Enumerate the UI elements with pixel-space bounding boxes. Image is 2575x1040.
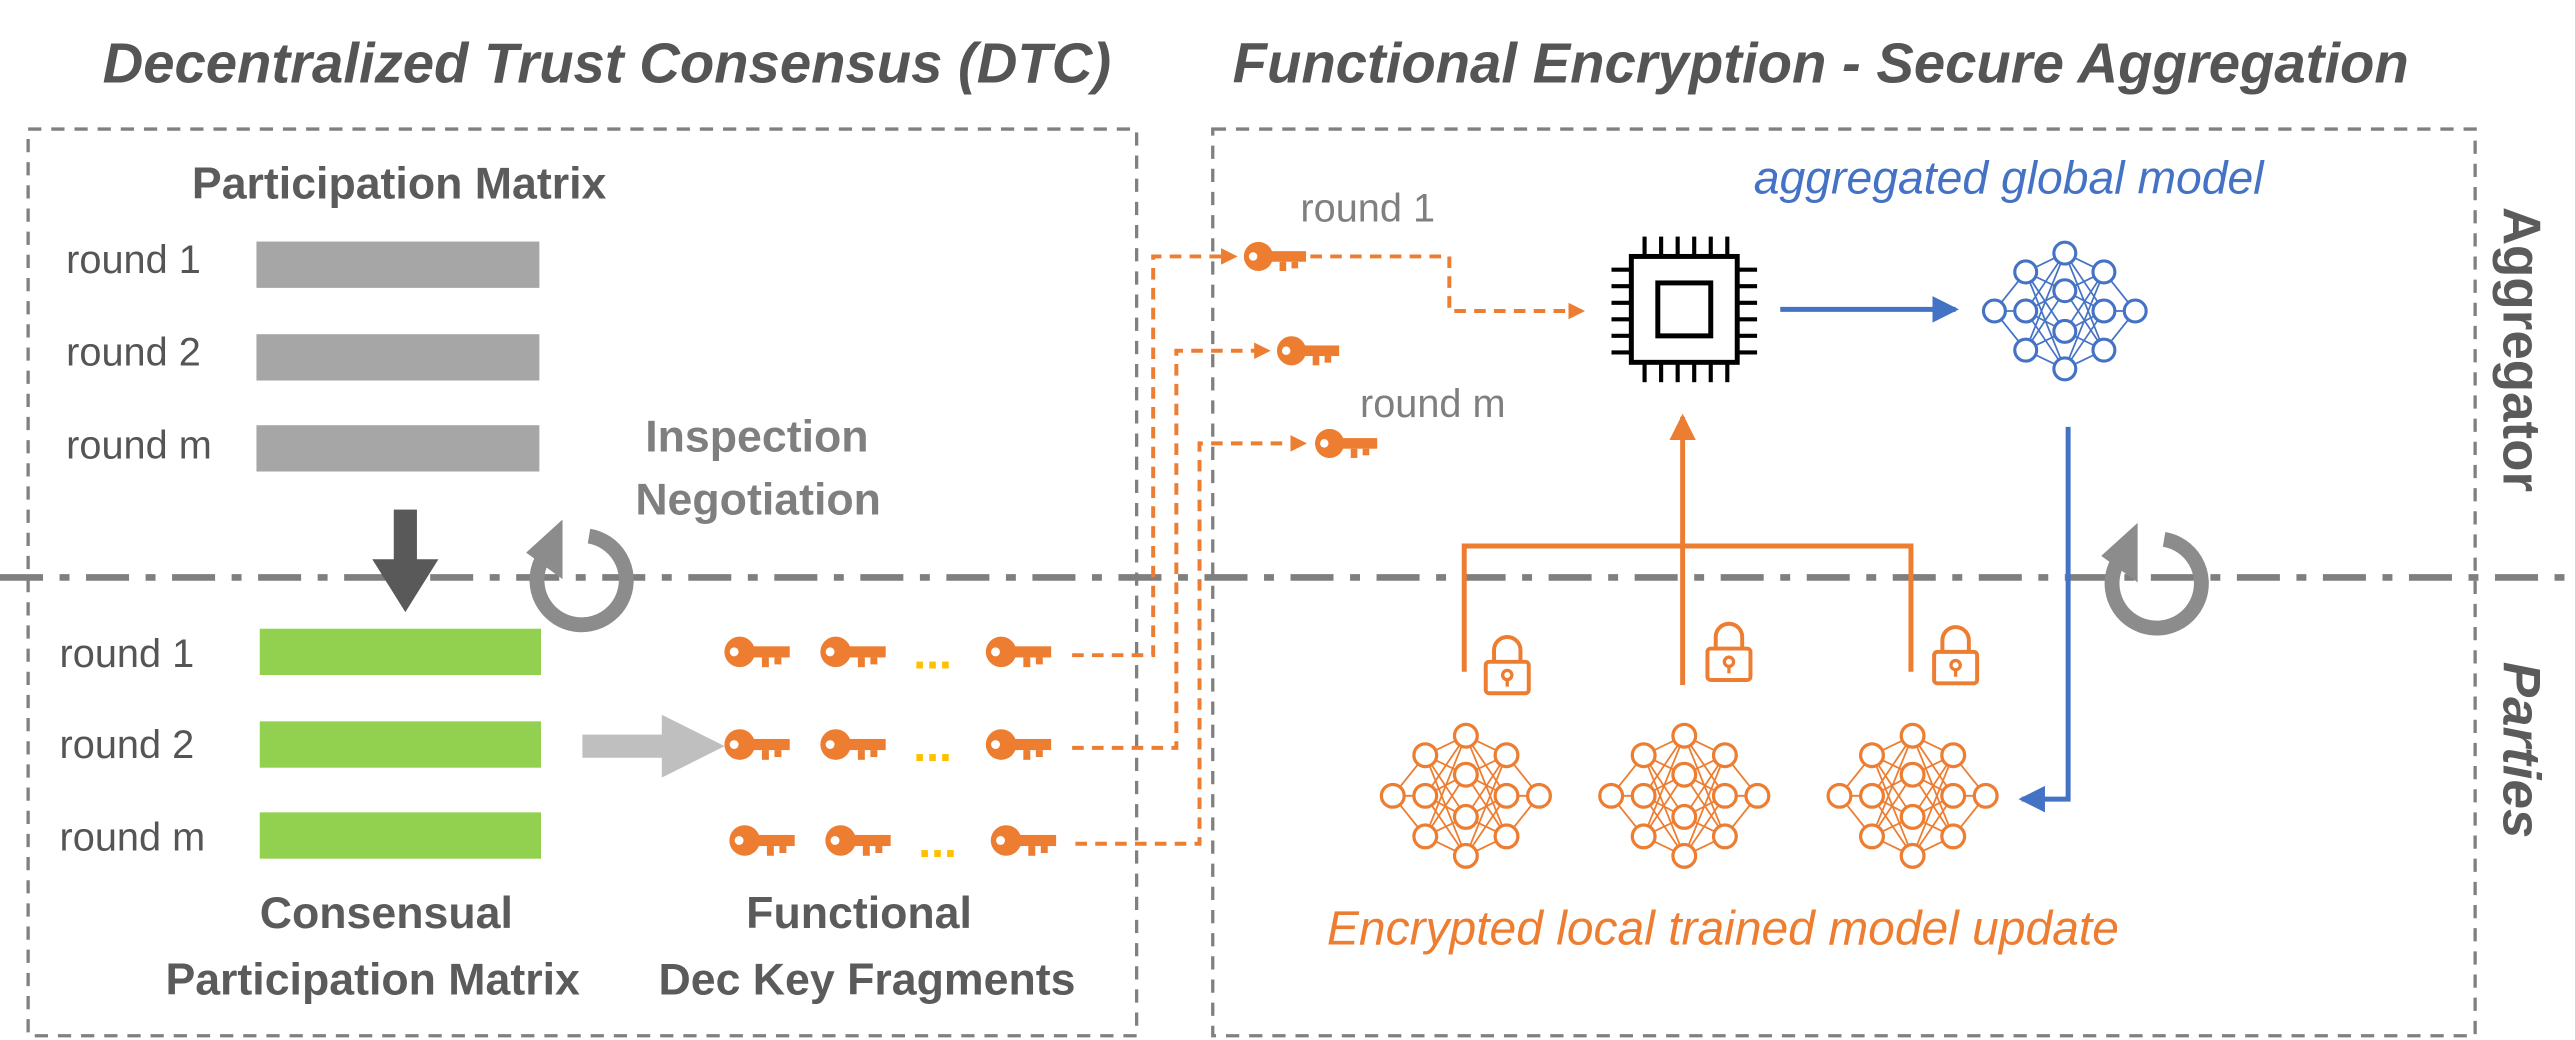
cm-bar (259, 628, 542, 676)
key-icon (820, 636, 886, 668)
ellipsis: ... (918, 815, 957, 867)
cm-round-label: round m (60, 815, 206, 859)
key-icon (990, 825, 1057, 856)
key-fragments-heading-2: Dec Key Fragments (658, 955, 1075, 1004)
lock-icon (1483, 634, 1531, 696)
neural-network-icon (1379, 722, 1553, 869)
key-icon (985, 636, 1052, 668)
lock-icon (1932, 625, 1980, 686)
parties-side-label: Parties (2491, 662, 2550, 839)
dtc-title: Decentralized Trust Consensus (DTC) (103, 32, 1112, 95)
aggregator-key-round-1: round 1 (1300, 187, 1435, 231)
key-to-cpu-arrow (1310, 254, 1586, 320)
key-icon (825, 825, 891, 856)
consensual-heading-2: Participation Matrix (165, 955, 580, 1004)
party-collector-line (1461, 543, 1914, 672)
key-fragments (724, 636, 1057, 856)
neural-network-icon (1826, 722, 1999, 869)
lock-icon (1705, 621, 1753, 682)
key-fragments-heading: Functional (746, 889, 972, 938)
encrypted-update-label: Encrypted local trained model update (1327, 903, 2119, 956)
ellipsis: ... (913, 719, 952, 771)
key-icon (724, 636, 790, 668)
ellipsis: ... (913, 626, 952, 678)
neural-network-icon (1981, 240, 2148, 382)
key-route-m (1075, 435, 1308, 846)
key-route-1 (1072, 248, 1238, 658)
cm-round-label: round 2 (60, 723, 195, 767)
key-icon (820, 729, 886, 760)
negotiation-label: Negotiation (635, 476, 881, 525)
pm-round-label: round 2 (66, 331, 201, 375)
global-to-party-arrow (2018, 426, 2071, 813)
pm-bar (256, 241, 540, 288)
consensual-heading: Consensual (260, 889, 513, 938)
key-icon (724, 729, 790, 760)
aggregator-key-round-m: round m (1360, 382, 1506, 426)
inspection-label: Inspection (645, 413, 868, 462)
fe-title: Functional Encryption - Secure Aggregati… (1233, 32, 2409, 95)
participation-matrix-heading: Participation Matrix (192, 160, 607, 209)
key-route-2 (1072, 342, 1271, 750)
neural-network-icon (1598, 722, 1771, 869)
cpu-chip-icon (1611, 236, 1758, 383)
pm-round-label: round 1 (66, 238, 201, 282)
cm-bar (259, 721, 542, 768)
aggregated-model-label: aggregated global model (1754, 152, 2266, 204)
down-arrow-icon (372, 509, 439, 613)
cm-bar (259, 812, 542, 859)
aggregator-side-label: Aggregator (2491, 207, 2550, 492)
key-icon (985, 729, 1052, 760)
right-arrow-icon (582, 714, 725, 778)
pm-round-label: round m (66, 423, 212, 467)
cm-round-label: round 1 (60, 632, 195, 676)
key-icon (1314, 428, 1378, 458)
key-icon (1276, 336, 1340, 366)
cycle-arrow-icon (526, 520, 626, 625)
key-icon (1243, 241, 1307, 272)
pm-bar (256, 425, 540, 472)
fe-box (1211, 127, 2477, 1038)
pm-bar (256, 334, 540, 381)
dtc-box (26, 127, 1139, 1038)
key-icon (729, 825, 795, 856)
